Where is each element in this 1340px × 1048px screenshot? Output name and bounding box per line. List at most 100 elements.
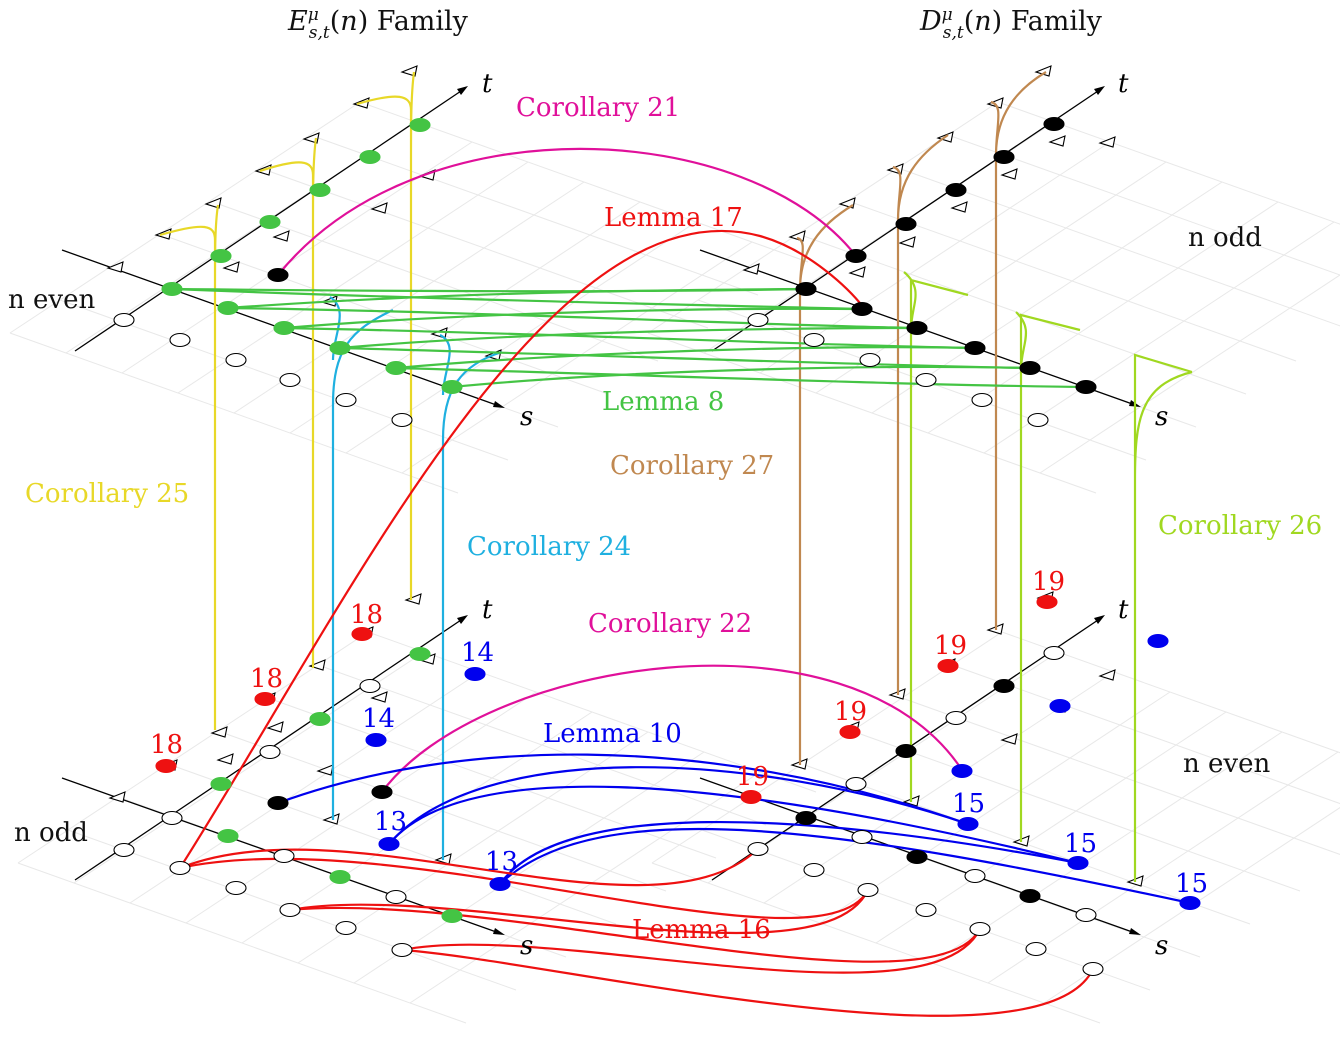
corollary26-label: Corollary 26 [1158,511,1322,541]
grid-line [1001,631,1340,754]
grid-line [297,731,649,964]
open-point [335,920,357,936]
green-point [441,908,463,924]
point-number-19: 19 [1032,567,1065,597]
triangle-marker [322,813,340,825]
grid-line [897,167,1340,327]
lemma16-link [179,848,759,887]
lemma8-link [339,326,918,350]
grid-line [241,711,593,944]
open-point [279,372,301,388]
lemma8-link [171,287,863,311]
blue-point [951,763,973,779]
grid-line [947,134,1340,276]
grid-line [987,751,1339,984]
s-axis-label-bottom-left: s [520,931,533,961]
point-number-19: 19 [736,762,769,792]
grid-line [309,134,759,296]
blue-point [1147,633,1169,649]
lemma8-link [395,346,976,370]
red-point [155,758,177,774]
grid-line [847,200,1297,362]
points [113,116,1201,977]
grid-line [931,731,1283,964]
corollary24-label: Corollary 24 [467,532,631,562]
open-point [845,776,867,792]
triangle-marker [108,791,126,803]
grid-line [9,332,459,494]
triangle-marker [316,764,334,776]
blue-point [1067,855,1089,871]
grid-line [1043,807,1340,1004]
corollary21-link [277,147,857,276]
open-point [225,880,247,896]
green-point [409,646,431,662]
lemma16-link [401,928,981,974]
open-point [1043,645,1065,661]
triangle-marker [788,230,806,242]
grid-line [851,730,1301,892]
triangle-marker [106,261,124,273]
triangle-marker [742,263,760,275]
s-arrowhead-top-left [493,401,505,408]
open-point [273,848,295,864]
point-number-19: 19 [934,631,967,661]
open-point [391,942,413,958]
open-point [169,332,191,348]
black-point [845,248,867,264]
point-number-15: 15 [1175,869,1208,899]
blue-point [1179,895,1201,911]
blue-point [1049,698,1071,714]
point-number-13: 13 [374,807,407,837]
open-point [851,829,873,845]
green-point [217,300,239,316]
black-point [371,784,393,800]
grid-line [819,691,1171,924]
triangle-marker [222,261,240,273]
open-point [391,412,413,428]
point-number-15: 15 [952,789,985,819]
corollary21-label: Corollary 21 [516,93,680,123]
lemma8-label: Lemma 8 [602,387,724,417]
green-point [161,281,183,297]
parity-label-bottom-right: n even [1183,749,1270,779]
lemma16-link [289,889,869,934]
t-axis-label-bottom-left: t [482,595,493,625]
black-point [945,182,967,198]
t-arrowhead-top-right [1094,86,1105,95]
t-axis-label-top-left: t [482,69,493,99]
grid-line [875,711,1227,944]
s-axis-label-top-right: s [1155,402,1168,432]
grid-line [17,631,369,864]
black-point [895,743,917,759]
point-number-18: 18 [350,600,383,630]
green-point [329,869,351,885]
s-axis-label-top-left: s [520,402,533,432]
point-number-13: 13 [485,847,518,877]
open-point [113,842,135,858]
green-point [309,711,331,727]
open-point [803,332,825,348]
green-point [329,340,351,356]
t-axis-label-top-right: t [1118,69,1129,99]
lemma17-link [179,229,865,869]
corollary27-label: Corollary 27 [610,451,774,481]
open-point [259,744,281,760]
lemma8-link [395,366,1087,389]
black-point [1043,116,1065,132]
open-point [161,810,183,826]
triangle-marker [1000,168,1018,180]
open-point [225,352,247,368]
green-point [273,320,295,336]
open-point [859,352,881,368]
lemma17-label: Lemma 17 [604,203,743,233]
t-axis-label-bottom-right: t [1118,595,1129,625]
open-point [945,710,967,726]
triangle-marker [1098,669,1116,681]
green-point [441,379,463,395]
grid-line [409,771,761,1004]
red-point [351,626,373,642]
triangle-marker [950,201,968,213]
